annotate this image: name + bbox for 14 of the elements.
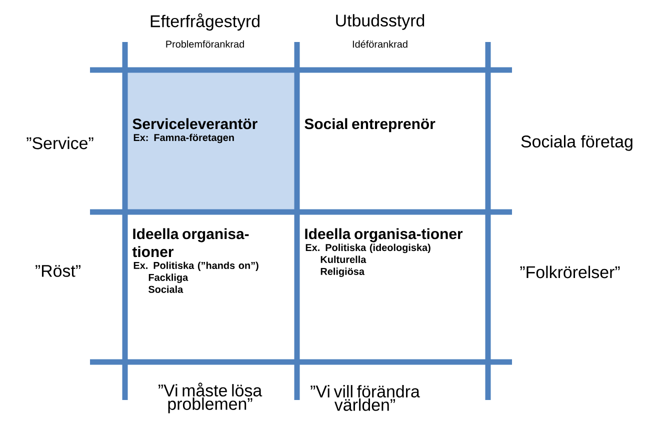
- row-label: ”Röst”: [36, 265, 80, 277]
- column-quote: ”Vi vill förändra världen”: [310, 385, 420, 411]
- grid-cell: Serviceleverantör Ex: Famna-företagen: [125, 70, 297, 212]
- row-label: ”Service”: [26, 136, 94, 150]
- column-heading: Efterfrågestyrd: [150, 13, 260, 31]
- column-heading: Utbudsstyrd: [336, 14, 424, 30]
- grid-cell: Ideella organisa-tioner Ex. Politiska (”hands on”) Fackliga Sociala: [132, 228, 258, 293]
- column-quote: ”Vi måste lösa problemen”: [158, 382, 262, 414]
- column-subheading: Problemförankrad: [166, 40, 244, 48]
- column-subheading: Idéförankrad: [352, 40, 408, 48]
- grid-cell: Social entreprenör: [304, 118, 436, 132]
- grid-cell: Ideella organisa-tioner Ex. Politiska (ideologiska) Kulturella Religiösa: [305, 228, 463, 277]
- row-label: Sociala företag: [521, 135, 632, 151]
- row-label: ”Folkrörelser”: [520, 266, 620, 278]
